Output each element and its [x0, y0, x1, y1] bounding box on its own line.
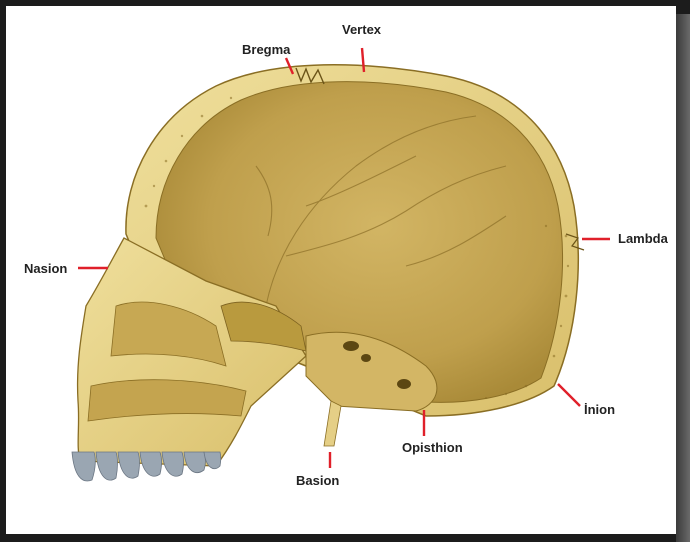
diagram-canvas: Vertex Bregma Lambda Nasion İnion Opisth…: [6, 6, 676, 534]
skull-illustration: [6, 6, 676, 534]
label-vertex: Vertex: [342, 22, 381, 37]
label-inion: İnion: [584, 402, 615, 417]
label-bregma: Bregma: [242, 42, 290, 57]
teeth: [72, 452, 221, 481]
label-opisthion: Opisthion: [402, 440, 463, 455]
label-lambda: Lambda: [618, 231, 668, 246]
frame-shadow: [676, 14, 690, 542]
leader-inion: [558, 384, 580, 406]
label-nasion: Nasion: [24, 261, 67, 276]
label-basion: Basion: [296, 473, 339, 488]
